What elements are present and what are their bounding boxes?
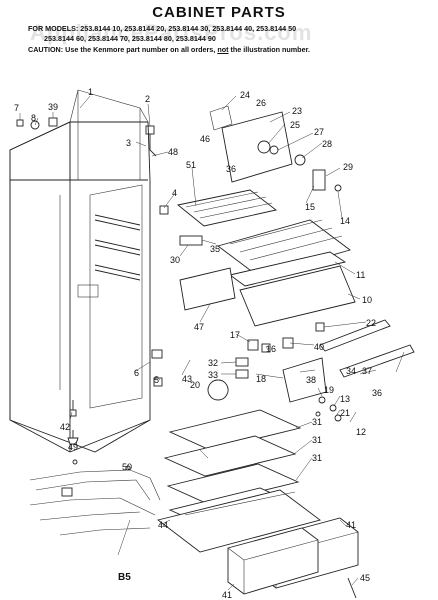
leader-lines (19, 95, 405, 591)
callout-51: 51 (186, 160, 196, 170)
callout-46: 46 (200, 134, 210, 144)
callout-25: 25 (290, 120, 300, 130)
callout-1: 1 (88, 87, 93, 97)
callout-41-a: 41 (346, 520, 356, 530)
wire-harness (29, 459, 161, 536)
callout-42: 42 (60, 422, 70, 432)
callout-8: 8 (31, 113, 36, 123)
caution-not: not (217, 45, 229, 54)
callout-19: 19 (324, 385, 334, 395)
callout-21: 21 (340, 408, 350, 418)
models-line-2: 253.8144 60, 253.8144 70, 253.8144 80, 2… (44, 34, 216, 43)
callout-47: 47 (194, 322, 204, 332)
callout-31-a: 31 (312, 417, 322, 427)
callout-36-upper: 36 (226, 164, 236, 174)
callout-14: 14 (340, 216, 350, 226)
cabinet-shell (9, 89, 151, 453)
page-number: B5 (118, 572, 131, 583)
callout-15: 15 (305, 202, 315, 212)
callout-30: 30 (170, 255, 180, 265)
callout-44: 44 (158, 520, 168, 530)
callout-40: 40 (314, 342, 324, 352)
crisper-drawers (227, 517, 359, 599)
callout-2: 2 (145, 94, 150, 104)
callout-22: 22 (366, 318, 376, 328)
callout-3: 3 (126, 138, 131, 148)
callout-45: 45 (360, 573, 370, 583)
caution-suffix: the illustration number. (228, 45, 310, 54)
callout-11: 11 (356, 270, 365, 280)
callout-17: 17 (230, 330, 240, 340)
callout-20: 20 (190, 380, 200, 390)
leveling-legs (67, 349, 163, 445)
callout-5: 5 (154, 375, 159, 385)
mid-hardware (207, 319, 415, 422)
callout-24: 24 (240, 90, 250, 100)
callout-23: 23 (292, 106, 302, 116)
callout-43: 43 (182, 374, 192, 384)
callout-29: 29 (343, 162, 353, 172)
lower-shelves (156, 409, 322, 553)
callout-31-c: 31 (312, 453, 322, 463)
callout-labels: 7 8 39 1 2 3 48 24 26 46 23 25 27 28 29 … (14, 87, 382, 600)
callout-18: 18 (256, 374, 266, 384)
callout-7: 7 (14, 103, 19, 113)
callout-50: 50 (122, 462, 132, 472)
callout-31-b: 31 (312, 435, 322, 445)
hardware-upper-left (16, 117, 157, 157)
callout-33: 33 (208, 370, 218, 380)
upper-right-panel (209, 105, 342, 192)
callout-34: 34 (346, 366, 356, 376)
callout-16: 16 (266, 344, 276, 354)
callout-32: 32 (208, 358, 218, 368)
callout-12: 12 (356, 427, 366, 437)
callout-36: 36 (372, 388, 382, 398)
callout-26: 26 (256, 98, 266, 108)
page-title: CABINET PARTS (152, 4, 286, 21)
models-line: FOR MODELS: 253.8144 10, 253.8144 20, 25… (28, 24, 297, 33)
callout-48: 48 (168, 147, 178, 157)
callout-4: 4 (172, 188, 177, 198)
callout-49: 49 (68, 442, 78, 452)
upper-shelves (159, 189, 356, 327)
callout-27: 27 (314, 127, 324, 137)
watermark: AppliancePartsPros.com (30, 20, 313, 45)
callout-38: 38 (306, 375, 316, 385)
caution-prefix: CAUTION: Use the Kenmore part number on … (28, 45, 218, 54)
callout-39: 39 (48, 102, 58, 112)
caution-note: CAUTION: Use the Kenmore part number on … (28, 45, 428, 54)
callout-41-b: 41 (222, 590, 232, 600)
callout-35: 35 (210, 244, 220, 254)
callout-37: 37 (362, 366, 372, 376)
callout-13: 13 (340, 394, 350, 404)
callout-28: 28 (322, 139, 332, 149)
callout-10: 10 (362, 295, 372, 305)
callout-6: 6 (134, 368, 139, 378)
